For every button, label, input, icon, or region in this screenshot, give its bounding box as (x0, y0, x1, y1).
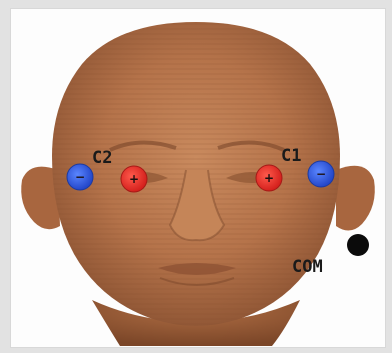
c2-positive-sign: + (127, 173, 141, 185)
label-com: COM (292, 257, 323, 277)
electrode-com (347, 234, 369, 256)
label-c1: C1 (281, 146, 301, 166)
right-ear (336, 166, 375, 231)
c1-negative-sign: − (314, 168, 328, 180)
label-c2: C2 (92, 148, 112, 168)
c1-positive-sign: + (262, 172, 276, 184)
c2-negative-sign: − (73, 171, 87, 183)
